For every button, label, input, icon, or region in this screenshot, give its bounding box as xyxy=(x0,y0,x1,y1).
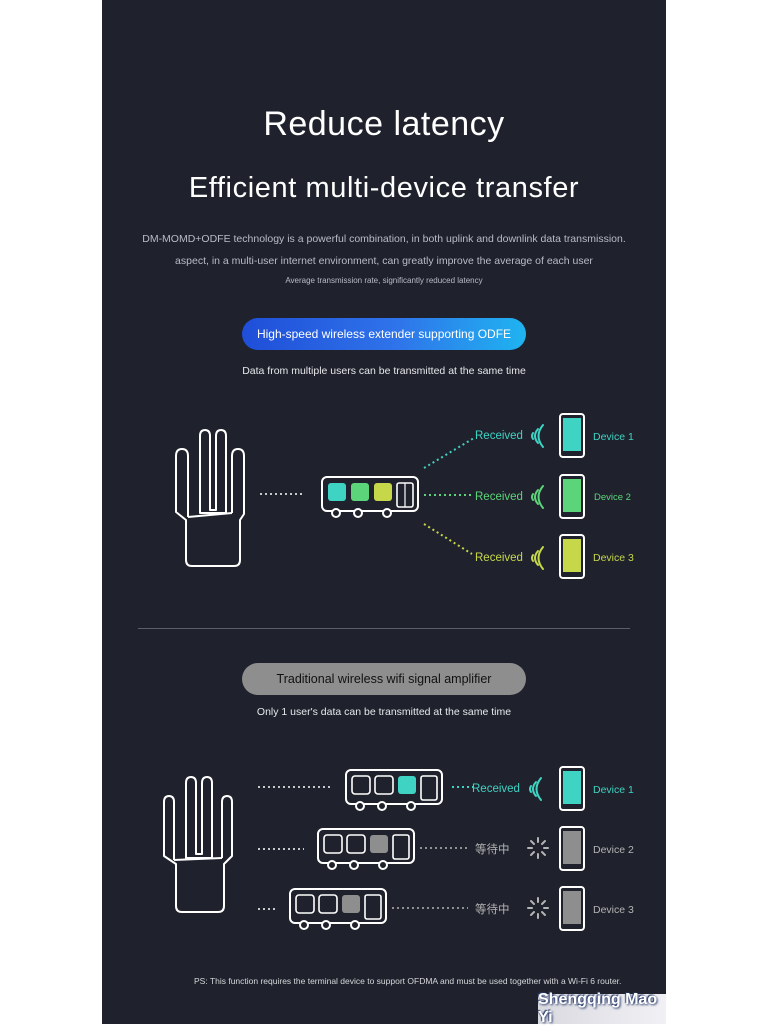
description-line-2: aspect, in a multi-user internet environ… xyxy=(175,255,593,267)
bus-icon xyxy=(317,828,415,870)
odfe-badge: High-speed wireless extender supporting … xyxy=(242,318,526,350)
traditional-status-3: 等待中 xyxy=(475,904,510,916)
description-line-1: DM-MOMD+ODFE technology is a powerful co… xyxy=(142,233,626,245)
odfe-caption: Data from multiple users can be transmit… xyxy=(242,365,526,377)
traditional-device-2: Device 2 xyxy=(593,844,634,856)
section-divider xyxy=(138,628,630,629)
odfe-device-3: Device 3 xyxy=(593,552,634,564)
traditional-badge: Traditional wireless wifi signal amplifi… xyxy=(242,663,526,695)
infographic-panel: Reduce latency Efficient multi-device tr… xyxy=(102,0,666,1024)
loading-spinner-icon xyxy=(527,897,549,919)
traditional-status-1: Received xyxy=(472,783,520,795)
traditional-device-3: Device 3 xyxy=(593,904,634,916)
bus-icon xyxy=(345,769,443,811)
phone-icon xyxy=(559,766,585,931)
footer-note: PS: This function requires the terminal … xyxy=(194,976,622,986)
wifi-signal-icon xyxy=(529,777,542,801)
odfe-diagram xyxy=(175,413,585,579)
odfe-device-1: Device 1 xyxy=(593,431,634,443)
loading-spinner-icon xyxy=(527,837,549,859)
phone-icon xyxy=(559,413,585,579)
traditional-diagram xyxy=(163,766,585,931)
page-title: Reduce latency xyxy=(263,105,505,143)
router-icon xyxy=(175,429,245,567)
router-icon xyxy=(163,776,233,913)
traditional-device-1: Device 1 xyxy=(593,784,634,796)
watermark: Shengqing Mao Yi xyxy=(538,991,666,1026)
bus-icon xyxy=(289,888,387,930)
bus-icon xyxy=(321,476,419,518)
wifi-signal-icon xyxy=(531,424,544,570)
page-subtitle: Efficient multi-device transfer xyxy=(188,172,580,204)
traditional-caption: Only 1 user's data can be transmitted at… xyxy=(256,706,512,718)
description-line-3: Average transmission rate, significantly… xyxy=(285,276,483,285)
odfe-status-1: Received xyxy=(475,430,523,442)
traditional-status-2: 等待中 xyxy=(475,844,510,856)
odfe-device-2: Device 2 xyxy=(594,492,631,503)
odfe-status-2: Received xyxy=(475,491,523,503)
odfe-status-3: Received xyxy=(475,552,523,564)
